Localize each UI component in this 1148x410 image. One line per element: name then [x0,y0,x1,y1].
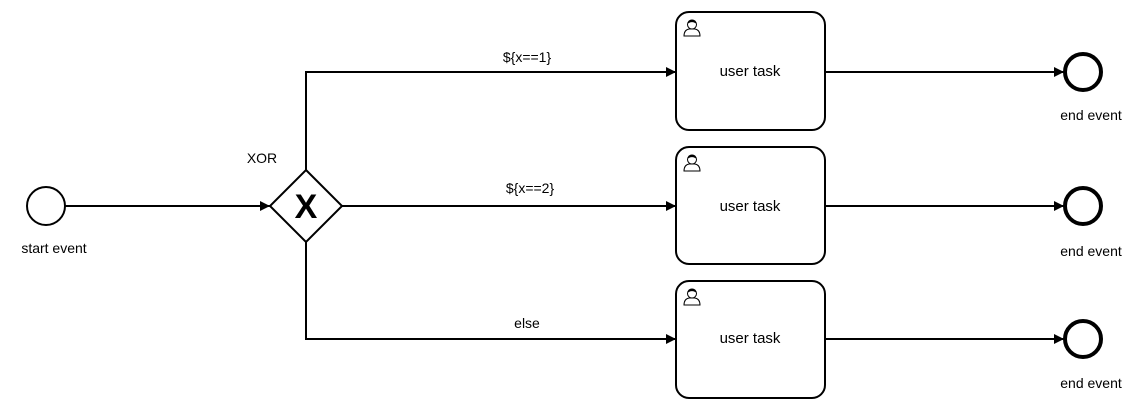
end-event-1-label: end event [1060,107,1122,123]
user-task-2[interactable] [675,146,826,265]
end-event-1[interactable] [1063,52,1103,92]
sequence-flow-else[interactable] [305,242,676,344]
sequence-flow-x-eq-1[interactable] [305,67,676,170]
user-task-1-label: user task [720,63,781,80]
end-event-3[interactable] [1063,319,1103,359]
user-task-2-label: user task [720,198,781,215]
flow-label-x-eq-1: ${x==1} [503,49,552,65]
end-event-2-label: end event [1060,243,1122,259]
start-event-label: start event [21,240,86,256]
user-task-3-label: user task [720,330,781,347]
gateway-x-marker: X [295,188,318,226]
end-event-3-label: end event [1060,375,1122,391]
start-event[interactable] [26,186,66,226]
gateway-label: XOR [247,150,277,166]
flow-label-x-eq-2: ${x==2} [506,180,555,196]
user-task-3[interactable] [675,280,826,399]
user-task-1[interactable] [675,11,826,131]
end-event-2[interactable] [1063,186,1103,226]
flow-label-else: else [514,315,540,331]
